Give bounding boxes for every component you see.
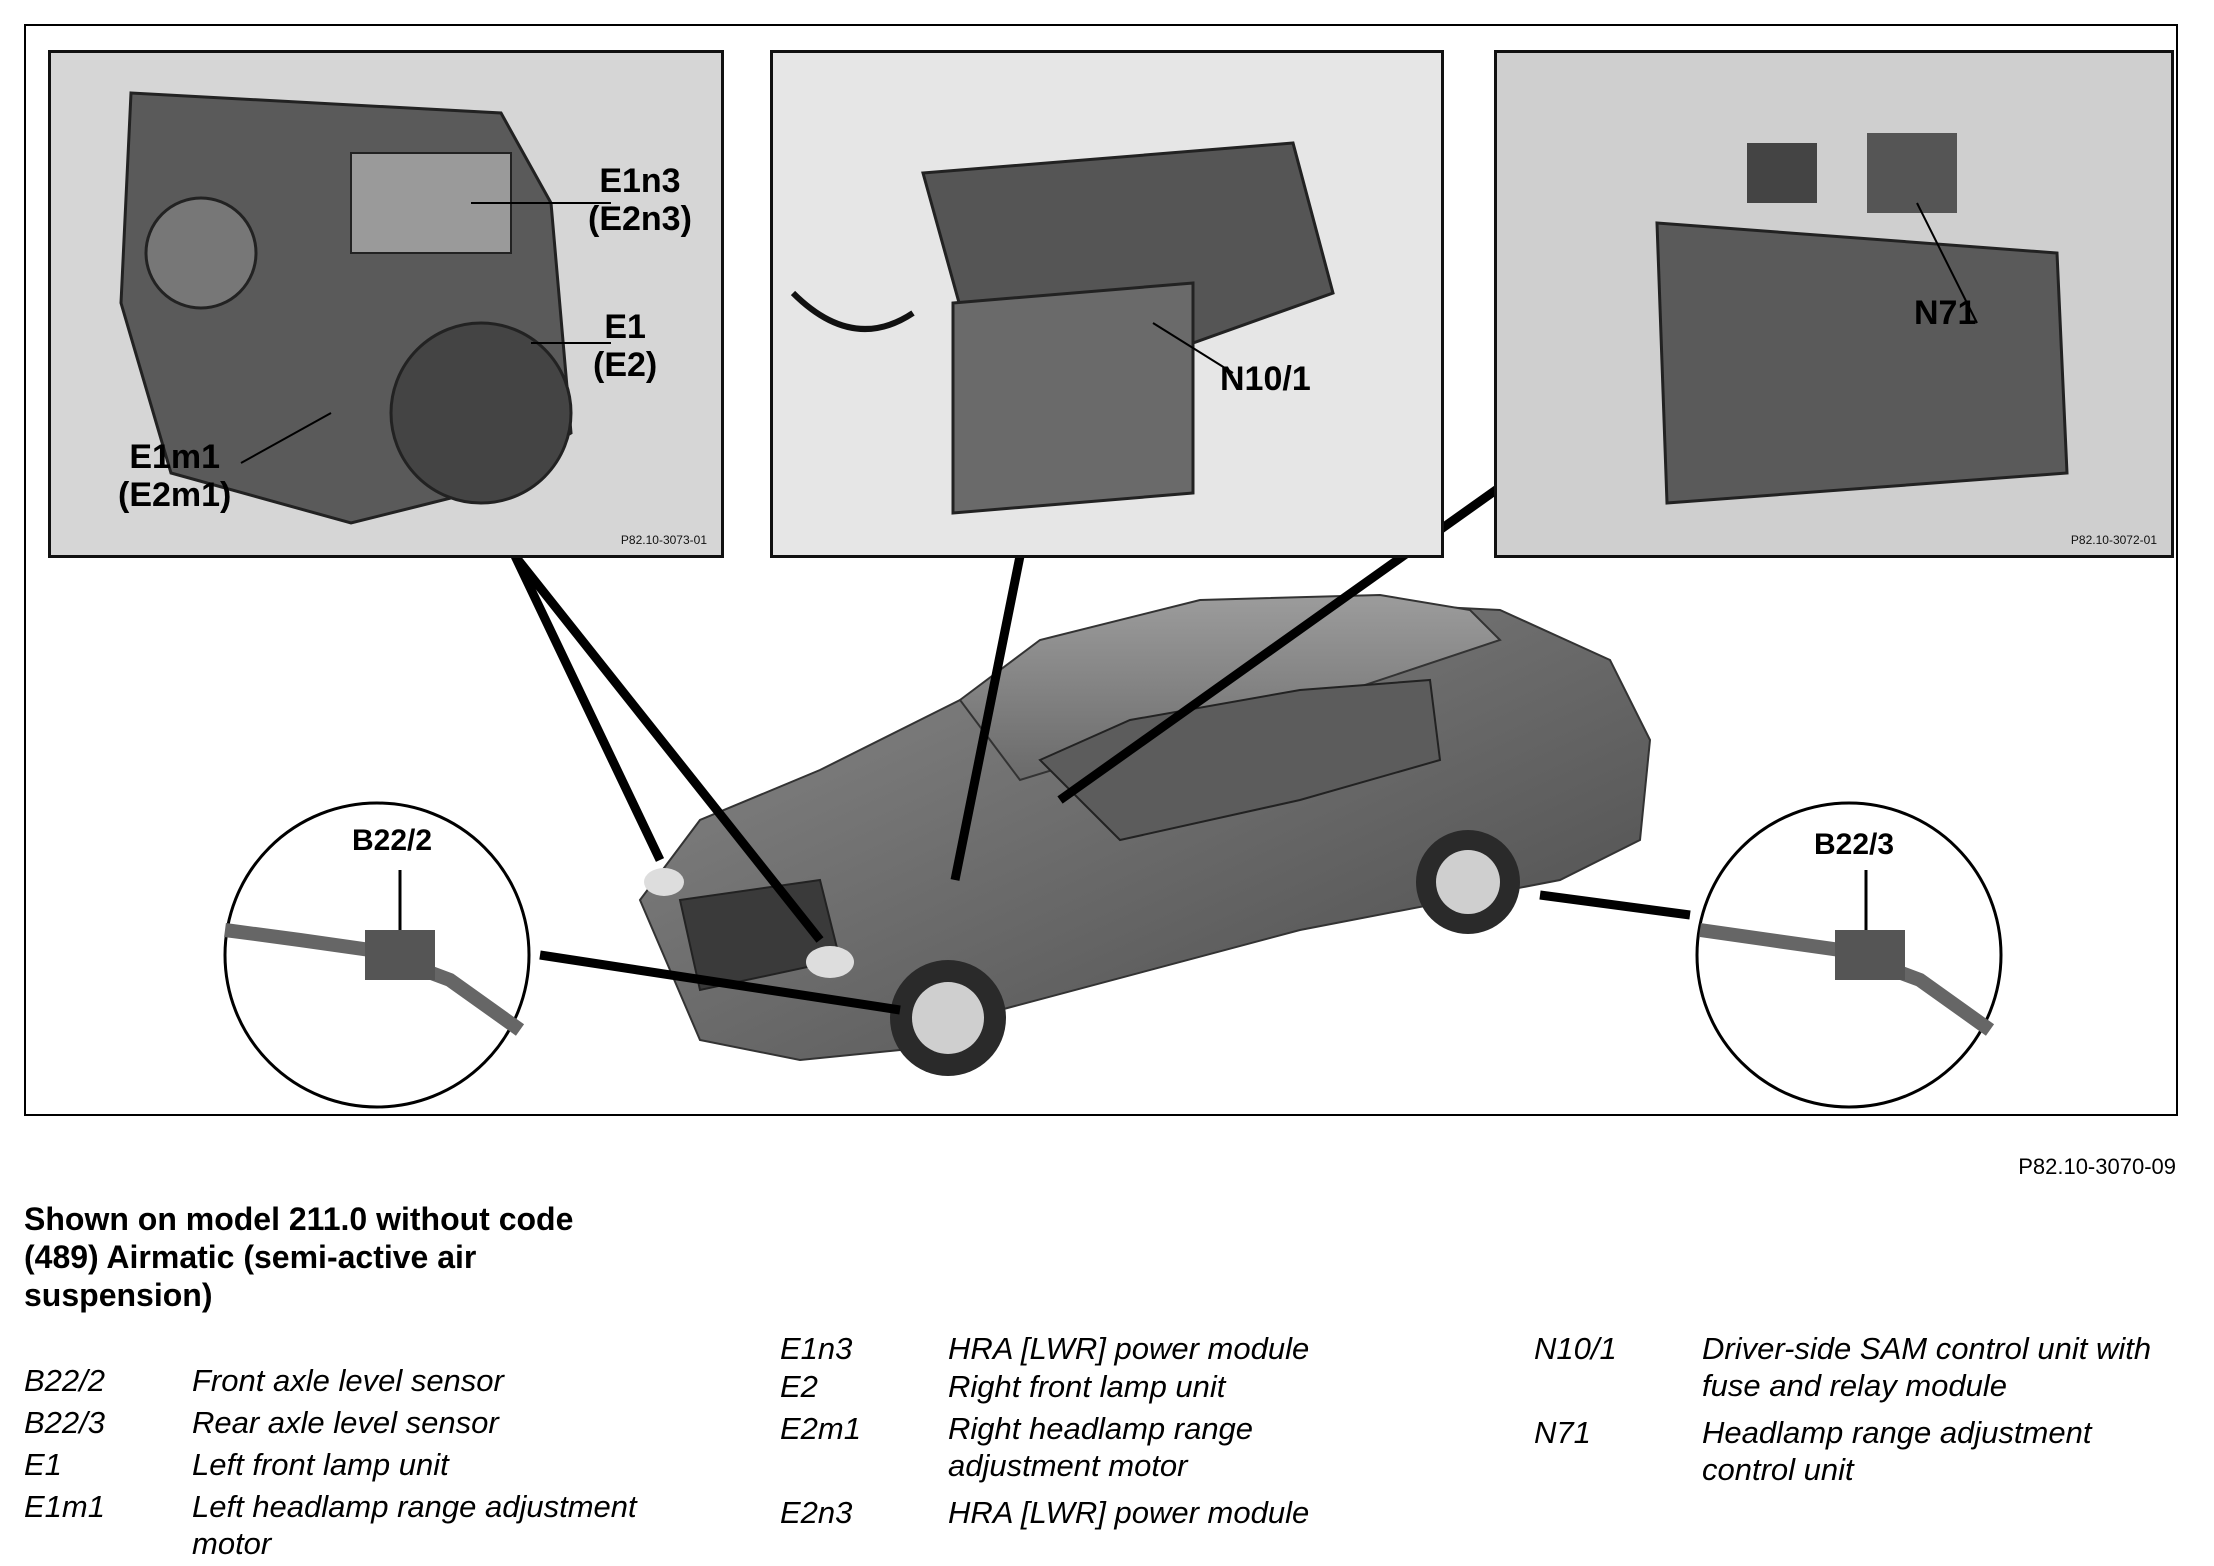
label-b22-2: B22/2: [352, 824, 433, 857]
label-n10-1: N10/1: [1220, 360, 1311, 398]
caption-heading: Shown on model 211.0 without code (489) …: [24, 1201, 574, 1313]
n71-panel: P82.10-3072-01: [1494, 50, 2174, 558]
panel-figure-number: P82.10-3072-01: [2070, 533, 2157, 547]
label-n71: N71: [1914, 294, 1977, 332]
label-b22-3: B22/3: [1814, 828, 1895, 861]
n71-photo: [1497, 53, 2171, 555]
sam-photo: [773, 53, 1441, 555]
detail-circle-rear: [1695, 801, 2003, 1109]
detail-circle-front: [223, 801, 531, 1109]
car-body: [638, 593, 1652, 1076]
headlamp-photo: [51, 53, 721, 555]
sam-panel: [770, 50, 1444, 558]
headlamp-panel: P82.10-3073-01: [48, 50, 724, 558]
label-e1: E1(E2): [593, 308, 658, 384]
vehicle-illustration: [223, 476, 2003, 1109]
label-e1n3: E1n3(E2n3): [588, 162, 692, 238]
panel-figure-number: P82.10-3073-01: [620, 533, 707, 547]
figure-reference: P82.10-3070-09: [2018, 1154, 2176, 1179]
label-e1m1: E1m1(E2m1): [118, 438, 232, 514]
